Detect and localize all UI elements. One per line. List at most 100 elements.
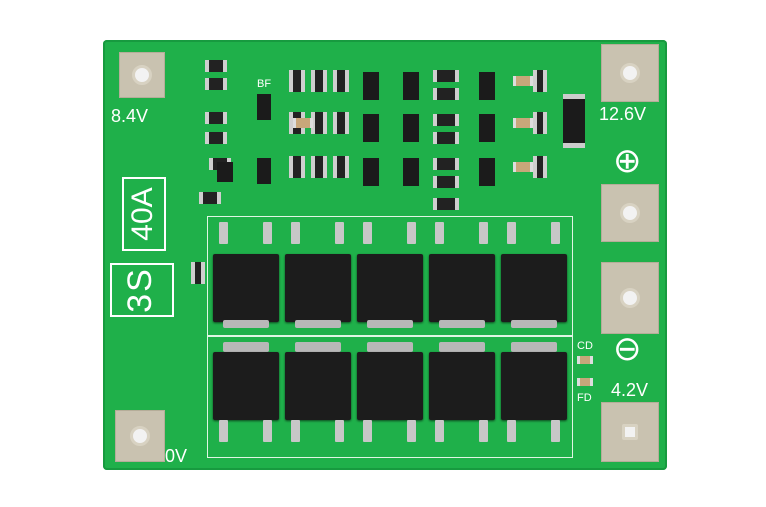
resistor — [199, 192, 221, 204]
mosfet-pin — [479, 222, 488, 244]
mosfet-bottom-1 — [213, 352, 279, 420]
resistor — [533, 70, 547, 92]
mosfet-pin — [291, 222, 300, 244]
resistor — [333, 156, 349, 178]
mosfet-pin — [263, 222, 272, 244]
mosfet-pin — [291, 420, 300, 442]
fd-pad — [577, 378, 593, 386]
resistor — [333, 70, 349, 92]
transistor — [479, 158, 495, 186]
pad-positive — [601, 184, 659, 242]
mosfet-pin — [479, 420, 488, 442]
pad-hole — [130, 426, 150, 446]
model-3s-label: 3S — [110, 263, 174, 317]
mosfet-tab — [223, 342, 269, 352]
mosfet-tab — [511, 342, 557, 352]
mosfet-bottom-3 — [357, 352, 423, 420]
mosfet-pin — [551, 420, 560, 442]
mosfet-top-2 — [285, 254, 351, 322]
mosfet-tab — [295, 320, 341, 328]
transistor — [403, 72, 419, 100]
mosfet-pin — [507, 420, 516, 442]
capacitor — [293, 118, 313, 128]
label-4v2: 4.2V — [611, 380, 649, 400]
mosfet-bottom-2 — [285, 352, 351, 420]
transistor — [363, 114, 379, 142]
label-cd: CD — [577, 340, 593, 352]
mosfet-pin — [435, 222, 444, 244]
pad-4v2 — [601, 402, 659, 462]
resistor — [433, 158, 459, 170]
mosfet-pin — [335, 222, 344, 244]
mosfet-area-top — [207, 216, 573, 336]
transistor — [403, 158, 419, 186]
resistor — [433, 114, 459, 126]
mosfet-pin — [363, 222, 372, 244]
mosfet-tab — [295, 342, 341, 352]
pad-hole — [132, 65, 152, 85]
mosfet-pin — [407, 420, 416, 442]
resistor — [533, 156, 547, 178]
mosfet-pin — [407, 222, 416, 244]
transistor — [217, 162, 233, 182]
label-12v6: 12.6V — [599, 104, 647, 124]
plus-symbol: ⊕ — [613, 142, 642, 180]
pcb-board: 3S 40A 8.4V 0V 12.6V ⊕ ⊖ 4.2V CD FD BF — [103, 40, 667, 470]
pad-8v4 — [119, 52, 165, 98]
pad-negative — [601, 262, 659, 334]
pad-0v — [115, 410, 165, 462]
resistor — [311, 156, 327, 178]
mosfet-tab — [367, 320, 413, 328]
transistor — [257, 158, 271, 184]
transistor — [257, 94, 271, 120]
mosfet-pin — [551, 222, 560, 244]
resistor — [333, 112, 349, 134]
mosfet-area-bottom — [207, 336, 573, 458]
resistor — [433, 198, 459, 210]
mosfet-pin — [363, 420, 372, 442]
mosfet-bottom-4 — [429, 352, 495, 420]
mosfet-tab — [439, 320, 485, 328]
mosfet-top-3 — [357, 254, 423, 322]
transistor — [403, 114, 419, 142]
model-40a-label: 40A — [122, 177, 166, 251]
mosfet-tab — [367, 342, 413, 352]
resistor — [433, 132, 459, 144]
resistor — [289, 70, 305, 92]
resistor — [205, 112, 227, 124]
pad-hole — [620, 288, 640, 308]
mosfet-tab — [223, 320, 269, 328]
cd-pad — [577, 356, 593, 364]
resistor — [289, 156, 305, 178]
label-8v4: 8.4V — [111, 106, 149, 126]
transistor — [479, 72, 495, 100]
mosfet-tab — [511, 320, 557, 328]
mosfet-pin — [263, 420, 272, 442]
resistor — [533, 112, 547, 134]
mosfet-tab — [439, 342, 485, 352]
label-0v: 0V — [165, 446, 188, 466]
capacitor — [513, 162, 533, 172]
resistor — [433, 70, 459, 82]
mosfet-top-5 — [501, 254, 567, 322]
pad-hole — [620, 203, 640, 223]
label-fd: FD — [577, 392, 592, 404]
mosfet-top-1 — [213, 254, 279, 322]
resistor — [433, 88, 459, 100]
resistor — [191, 262, 205, 284]
transistor — [363, 72, 379, 100]
mosfet-pin — [507, 222, 516, 244]
transistor — [479, 114, 495, 142]
resistor — [205, 60, 227, 72]
resistor — [311, 70, 327, 92]
mosfet-pin — [435, 420, 444, 442]
mosfet-pin — [219, 420, 228, 442]
resistor — [205, 132, 227, 144]
mosfet-top-4 — [429, 254, 495, 322]
capacitor — [513, 118, 533, 128]
label-bf: BF — [257, 78, 272, 90]
pad-hole — [620, 63, 640, 83]
resistor — [311, 112, 327, 134]
pad-hole — [622, 424, 638, 440]
mosfet-bottom-5 — [501, 352, 567, 420]
